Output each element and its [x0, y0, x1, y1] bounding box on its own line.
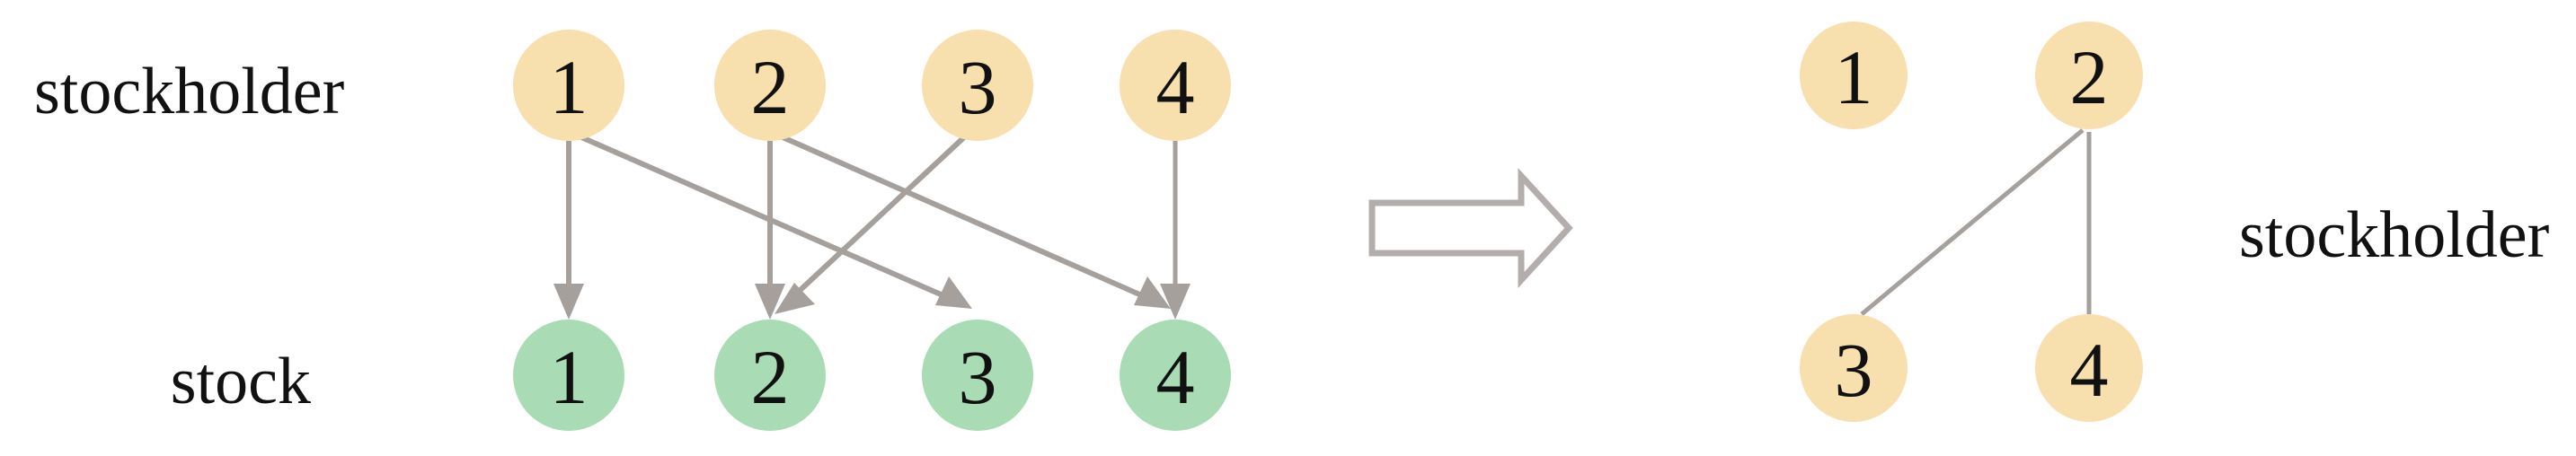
projection-node-2[interactable]: 2 — [2035, 22, 2143, 129]
row-label-stock-left: stock — [171, 345, 311, 418]
projection-node-1[interactable]: 1 — [1800, 22, 1908, 129]
node-circle — [714, 30, 826, 141]
stockholder-node-2[interactable]: 2 — [714, 30, 826, 141]
node-circle — [714, 320, 826, 431]
node-circle — [1800, 22, 1908, 129]
node-circle — [2035, 314, 2143, 422]
node-circle — [1800, 314, 1908, 422]
node-circle — [2035, 22, 2143, 129]
node-circle — [513, 30, 624, 141]
edge-sh2-st4 — [779, 134, 1171, 309]
node-label: 3 — [1835, 327, 1873, 413]
node-label: 1 — [550, 44, 589, 130]
node-label: 4 — [1156, 334, 1195, 420]
stock-node-1[interactable]: 1 — [513, 320, 624, 431]
node-label: 2 — [751, 334, 790, 420]
row-label-stockholder-right: stockholder — [2239, 198, 2549, 272]
edge-sh1-st3 — [578, 134, 972, 309]
stock-node-4[interactable]: 4 — [1120, 320, 1231, 431]
left-panel-edges — [553, 134, 1191, 320]
node-label: 2 — [751, 44, 790, 130]
stockholder-node-4[interactable]: 4 — [1120, 30, 1231, 141]
node-circle — [922, 30, 1033, 141]
edge-r2-r3 — [1860, 128, 2085, 316]
projection-node-4[interactable]: 4 — [2035, 314, 2143, 422]
node-label: 3 — [959, 334, 997, 420]
edge-sh2-st2 — [755, 141, 785, 320]
node-circle — [513, 320, 624, 431]
stockholder-node-1[interactable]: 1 — [513, 30, 624, 141]
edge-sh3-st2 — [775, 134, 968, 314]
edge-sh1-st1 — [553, 141, 584, 320]
node-circle — [1120, 320, 1231, 431]
node-label: 3 — [959, 44, 997, 130]
node-label: 1 — [1835, 34, 1873, 120]
node-label: 1 — [550, 334, 589, 420]
node-circle — [1120, 30, 1231, 141]
node-circle — [922, 320, 1033, 431]
node-label: 4 — [2070, 327, 2109, 413]
node-label: 2 — [2070, 34, 2109, 120]
edge-sh4-st4 — [1160, 141, 1191, 320]
stockholder-node-3[interactable]: 3 — [922, 30, 1033, 141]
stock-node-2[interactable]: 2 — [714, 320, 826, 431]
projection-node-3[interactable]: 3 — [1800, 314, 1908, 422]
stock-node-3[interactable]: 3 — [922, 320, 1033, 431]
block-arrow-right-icon — [1368, 167, 1573, 289]
row-label-stockholder-left: stockholder — [34, 55, 344, 128]
node-label: 4 — [1156, 44, 1195, 130]
right-panel-edges — [1860, 128, 2092, 316]
